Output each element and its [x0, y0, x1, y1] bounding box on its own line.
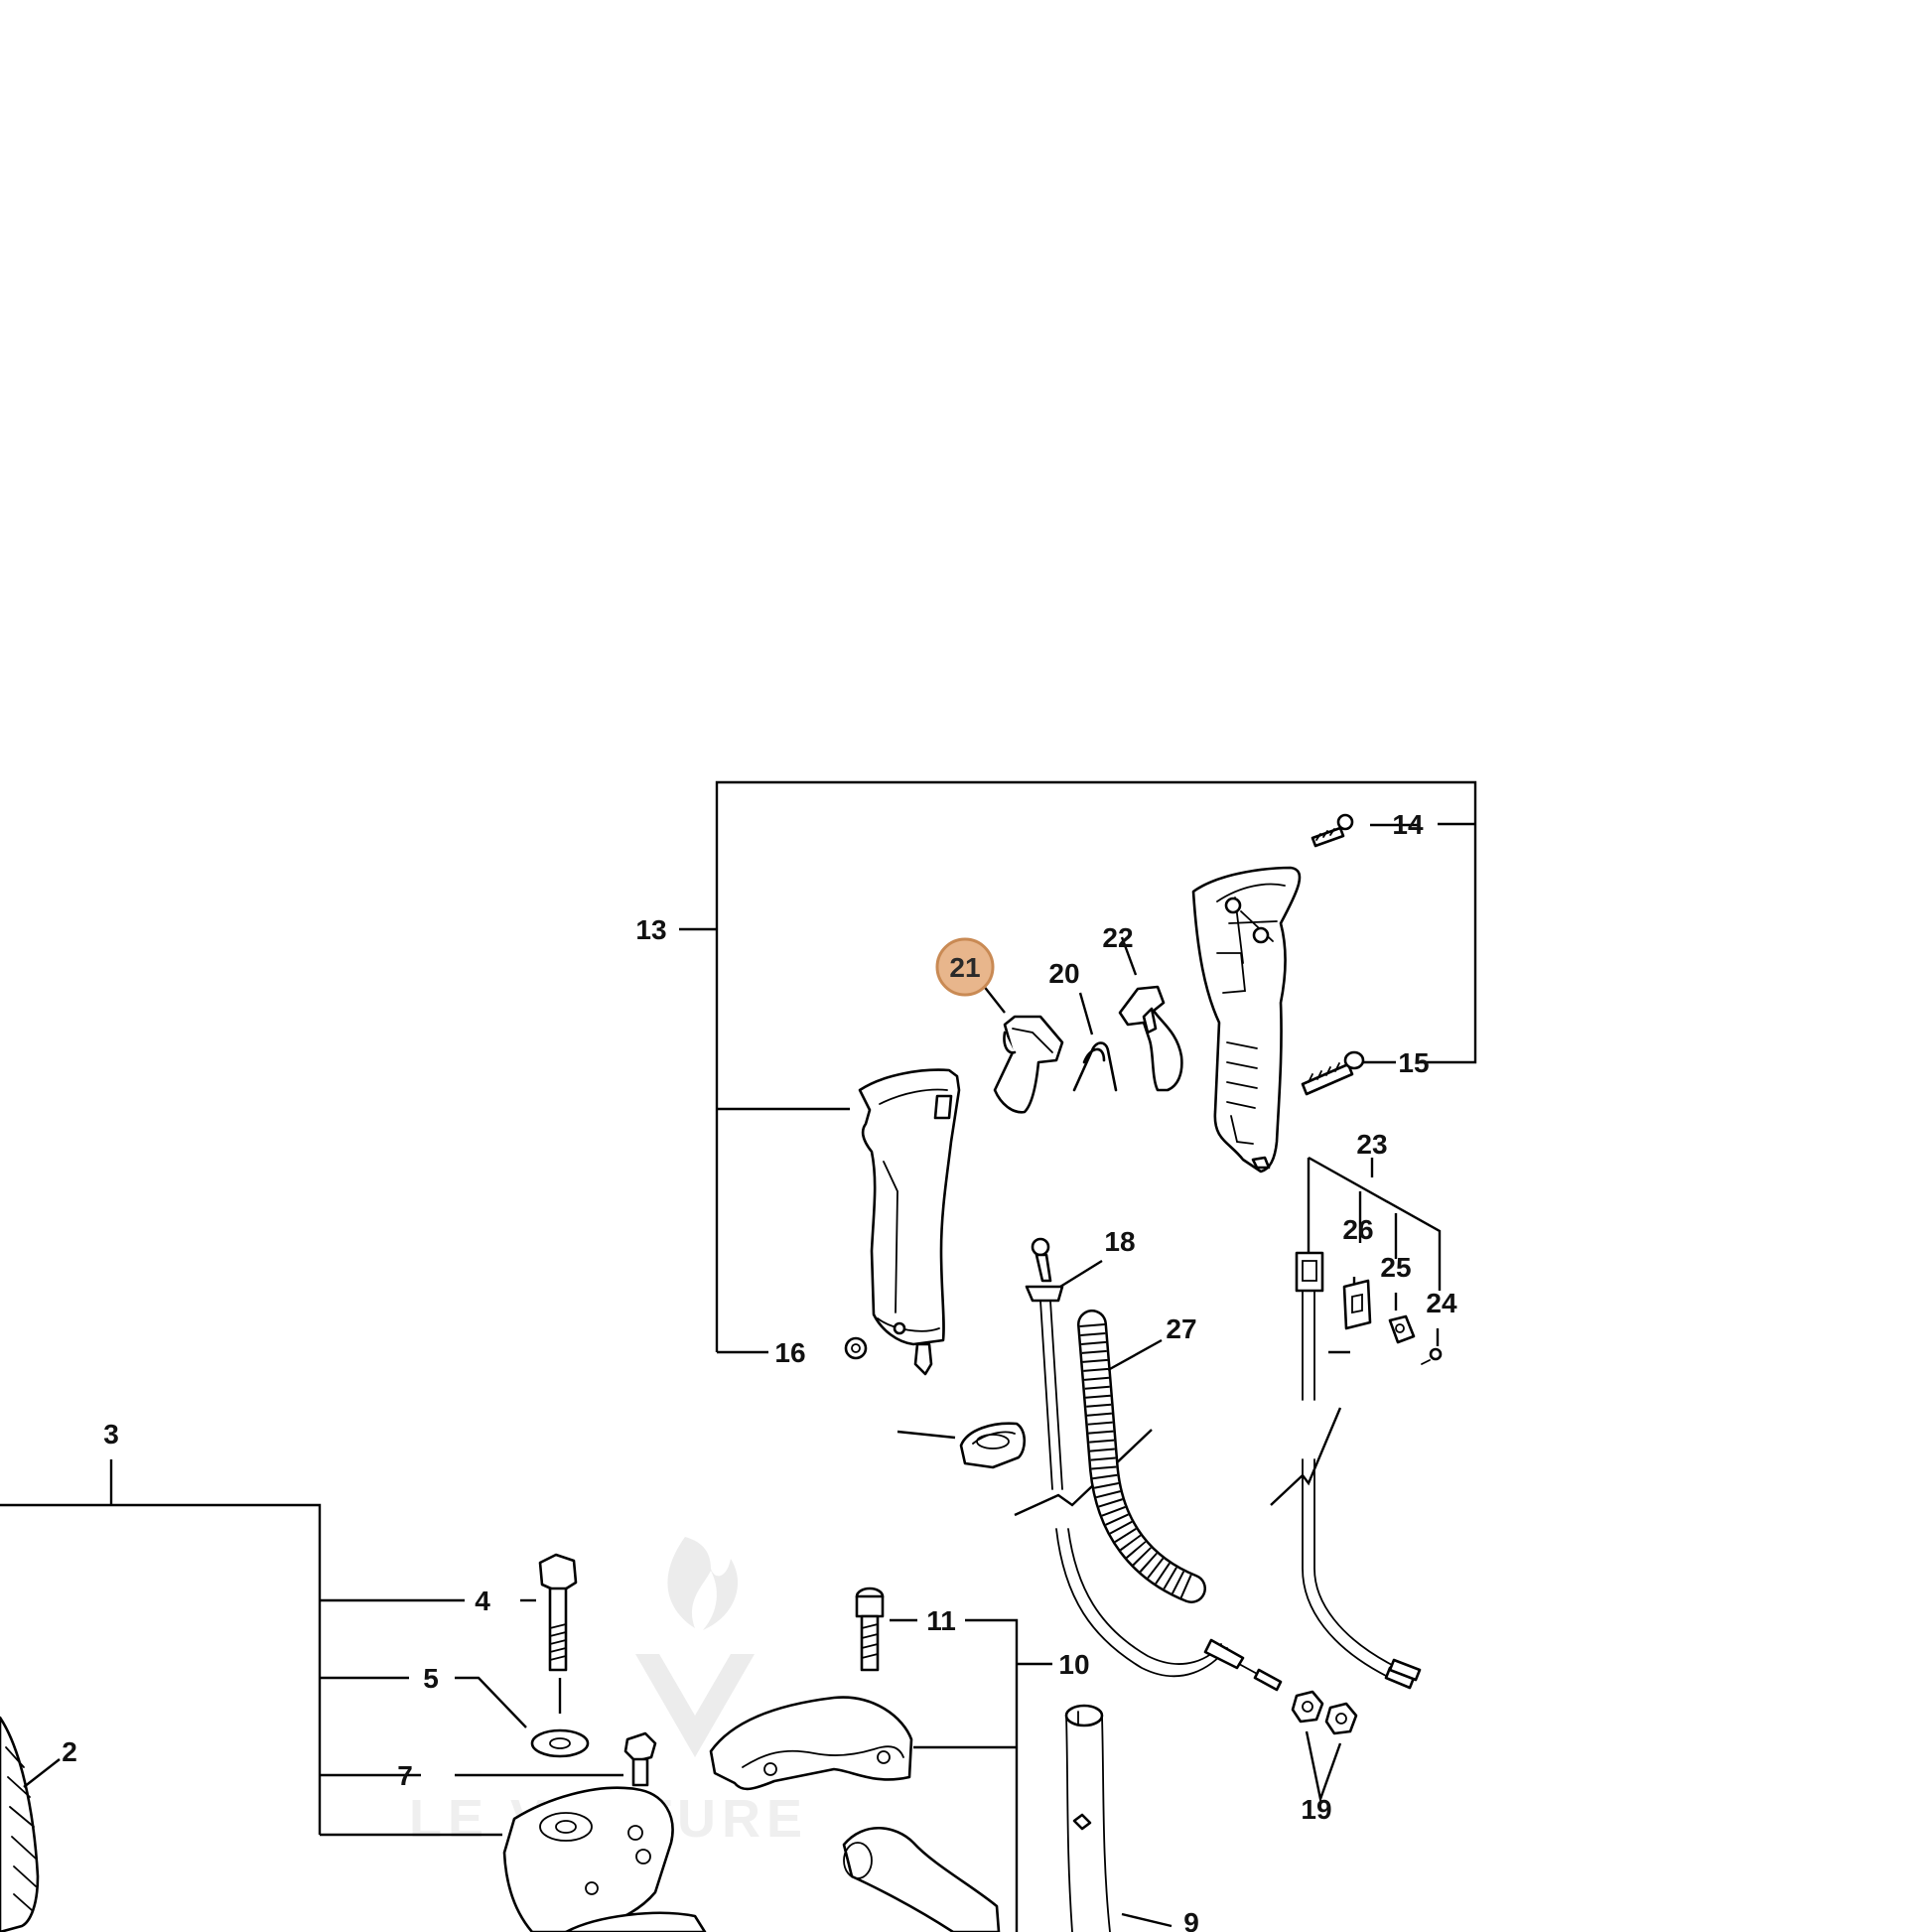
screw-part-15: [1301, 1050, 1365, 1096]
callout-7[interactable]: 7: [397, 1760, 413, 1791]
group-10-bracket: [913, 1618, 1052, 1932]
callout-4[interactable]: 4: [475, 1586, 490, 1616]
screw-part-7: [623, 1731, 657, 1787]
lever-part-17: [993, 1015, 1064, 1114]
callout-22[interactable]: 23: [1356, 1129, 1387, 1160]
bolt-part-11: [855, 1587, 885, 1672]
trigger-part-21: [1118, 985, 1183, 1092]
callout-14[interactable]: 14: [1392, 809, 1424, 840]
leader-9: [1121, 1912, 1173, 1928]
sleeve-part-27: [959, 1422, 1027, 1469]
callout-16[interactable]: 16: [774, 1337, 805, 1368]
cable-part-18: [1025, 1237, 1283, 1692]
callout-25[interactable]: 26: [1342, 1214, 1373, 1245]
hose-part-26: [1077, 1310, 1206, 1603]
terminal-part-24: [1388, 1314, 1416, 1344]
callout-11[interactable]: 11: [926, 1605, 956, 1636]
callout-18[interactable]: 18: [1104, 1226, 1135, 1257]
leader-20: [1078, 992, 1094, 1035]
nut-part-16: [844, 1336, 868, 1360]
group-13-bracket: [679, 780, 1477, 1354]
callout-26[interactable]: 27: [1166, 1313, 1196, 1344]
callout-19[interactable]: 19: [1301, 1794, 1331, 1825]
leader-17: [982, 984, 1006, 1014]
watermark-flame-icon: [667, 1537, 739, 1630]
harness-part-22: [1295, 1251, 1422, 1690]
callout-24[interactable]: 25: [1380, 1252, 1411, 1283]
grip-tube: [842, 1826, 1001, 1932]
harness-bracket-22: [1307, 1156, 1442, 1346]
leader-2: [23, 1758, 61, 1788]
washer-part-5: [530, 1728, 590, 1758]
lower-base-part: [564, 1911, 707, 1932]
callout-21[interactable]: 22: [1102, 922, 1133, 953]
break-marks: [1014, 1407, 1342, 1517]
callout-20[interactable]: 20: [1048, 958, 1079, 989]
bolt-part-4: [538, 1553, 578, 1672]
watermark-v-logo-icon: [635, 1654, 755, 1757]
leader-19: [1305, 1730, 1342, 1804]
grommet-part-25: [1342, 1279, 1372, 1330]
tube-part-9: [1064, 1704, 1111, 1932]
callout-3[interactable]: 3: [103, 1419, 119, 1449]
leader-21: [1120, 936, 1138, 976]
callout-23[interactable]: 24: [1426, 1288, 1457, 1318]
leader-18: [1059, 1259, 1103, 1289]
callout-10[interactable]: 10: [1058, 1649, 1089, 1680]
handle-half-left: [858, 1068, 961, 1376]
callout-13[interactable]: 13: [635, 914, 666, 945]
screw-part-14: [1311, 813, 1354, 848]
leader-27: [897, 1430, 956, 1440]
handle-half-right: [1191, 866, 1302, 1173]
callout-5[interactable]: 5: [423, 1663, 439, 1694]
screw-part-23: [1421, 1347, 1443, 1365]
callout-17[interactable]: 21: [949, 952, 980, 983]
grip-part-2: [0, 1716, 40, 1932]
callout-15[interactable]: 15: [1398, 1047, 1429, 1078]
nuts-part-19: [1291, 1690, 1358, 1735]
spring-part-20: [1072, 1041, 1118, 1092]
callout-2[interactable]: 2: [62, 1736, 77, 1767]
group-3-bracket: [0, 1459, 623, 1837]
callout-9[interactable]: 9: [1183, 1907, 1199, 1932]
highlight-circle-17[interactable]: [935, 937, 995, 997]
leader-26: [1107, 1338, 1163, 1372]
clamp-plate-part-3: [502, 1786, 674, 1932]
clamp-half-part-10: [709, 1696, 913, 1791]
